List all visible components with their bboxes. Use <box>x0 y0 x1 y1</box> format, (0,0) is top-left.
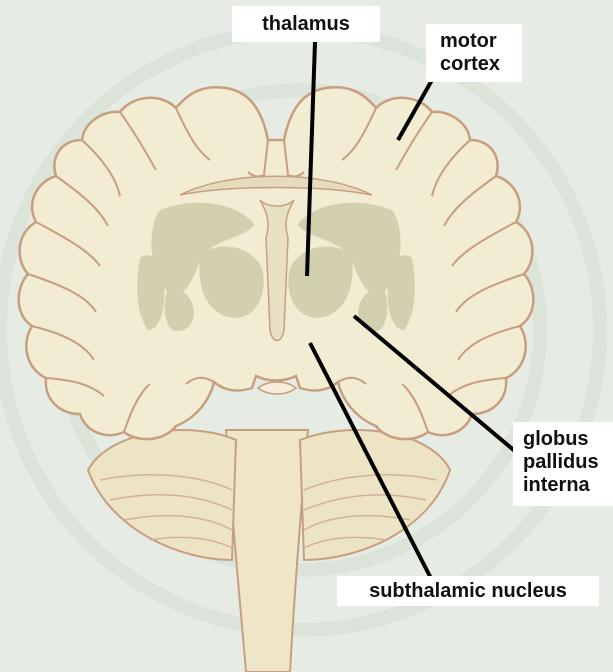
label-globus-line2: pallidus <box>523 451 613 474</box>
midbrain-aqueduct <box>258 382 296 394</box>
label-subthalamic-text: subthalamic nucleus <box>337 576 599 606</box>
label-globus-line3: interna <box>523 474 613 497</box>
label-motor-cortex-line1: motor <box>440 30 522 53</box>
label-subthalamic-nucleus: subthalamic nucleus <box>337 576 599 606</box>
label-motor-cortex: motor cortex <box>426 24 522 82</box>
label-globus-pallidus-interna: globus pallidus interna <box>513 422 613 506</box>
label-thalamus: thalamus <box>232 6 380 42</box>
label-thalamus-text: thalamus <box>232 6 380 42</box>
label-motor-cortex-line2: cortex <box>440 53 522 76</box>
label-globus-line1: globus <box>523 428 613 451</box>
